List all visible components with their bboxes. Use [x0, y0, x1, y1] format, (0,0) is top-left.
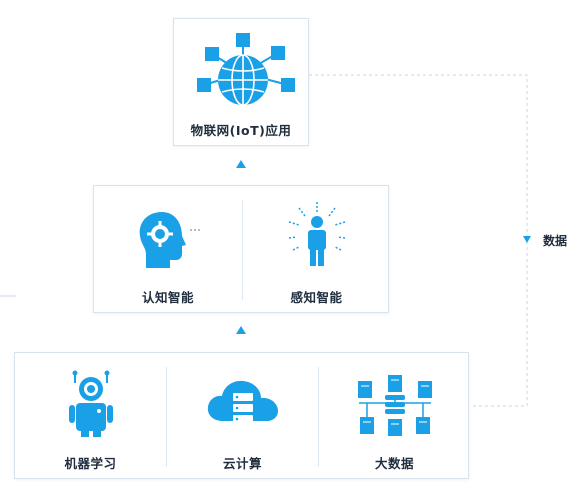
person-sensing-icon	[288, 202, 346, 266]
middle-divider	[242, 200, 243, 300]
robot-icon	[69, 370, 113, 437]
foundation-box: 机器学习 云计算	[14, 352, 469, 479]
cognitive-intelligence-label: 认知智能	[141, 290, 194, 305]
bottom-divider-2	[318, 367, 319, 467]
perceptual-intelligence-label: 感知智能	[290, 290, 343, 305]
machine-learning-label: 机器学习	[64, 456, 117, 471]
up-arrow-top	[236, 160, 246, 168]
intelligence-box: 认知智能 感知智能	[93, 185, 389, 313]
perceptual-intelligence-cell: 感知智能	[243, 186, 390, 312]
iot-application-box: 物联网(IoT)应用	[173, 18, 309, 146]
data-flow-arrow	[523, 236, 531, 243]
data-network-icon	[358, 375, 432, 436]
bottom-divider-1	[166, 367, 167, 467]
data-flow-label: 数据	[543, 234, 568, 248]
cognitive-intelligence-cell: 认知智能	[94, 186, 242, 312]
globe-network-icon	[197, 33, 295, 106]
big-data-cell: 大数据	[319, 353, 470, 478]
cloud-computing-cell: 云计算	[167, 353, 318, 478]
cloud-computing-label: 云计算	[222, 456, 262, 471]
up-arrow-middle	[236, 326, 246, 334]
big-data-label: 大数据	[374, 456, 414, 471]
machine-learning-cell: 机器学习	[15, 353, 166, 478]
cloud-server-icon	[207, 380, 278, 423]
iot-application-label: 物联网(IoT)应用	[190, 123, 292, 138]
head-gear-icon	[139, 212, 200, 268]
